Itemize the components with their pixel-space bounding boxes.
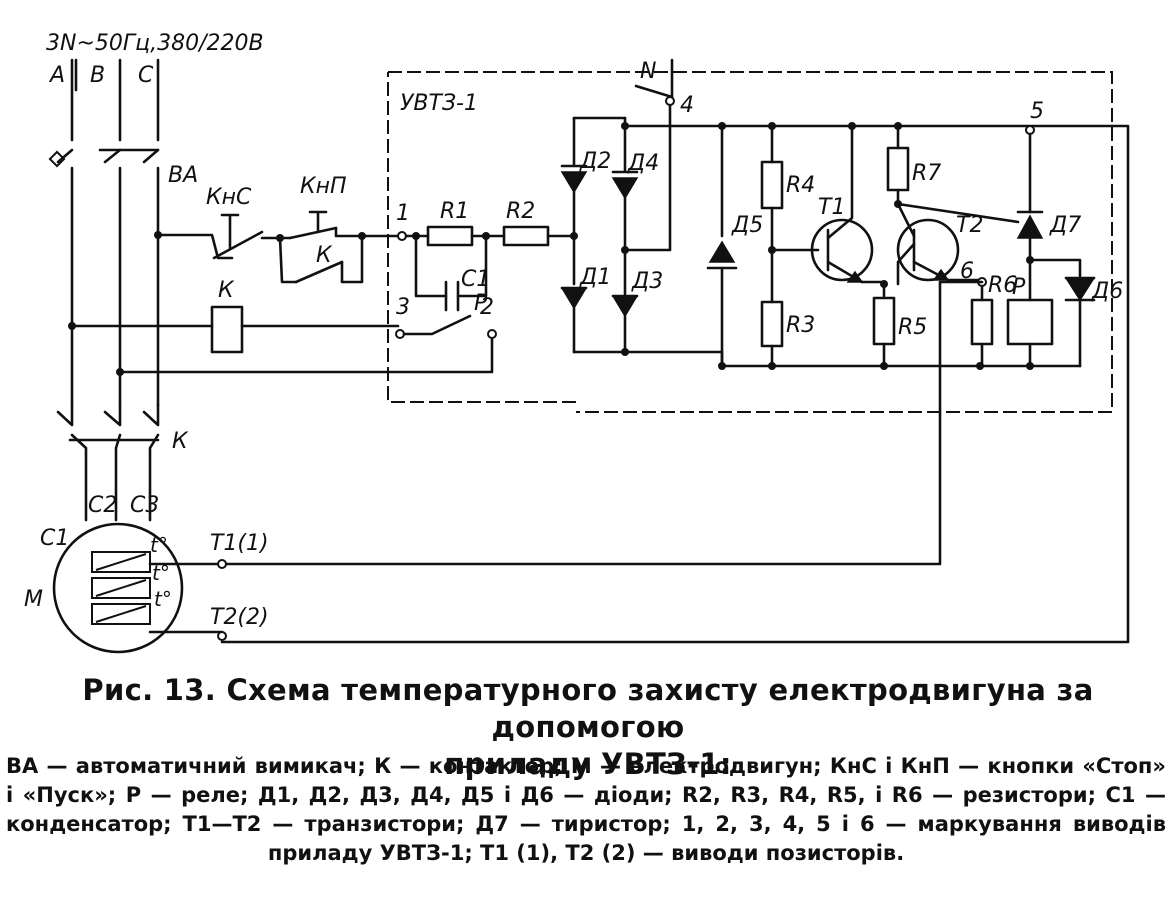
r4-label: R4 (786, 173, 815, 198)
figure-legend: ВА — автоматичний вимикач; К — контактор… (6, 754, 1166, 865)
phase-a-label: A (48, 63, 65, 88)
device-label: УВТЗ-1 (400, 91, 478, 116)
d7-label: Д7 (1049, 213, 1081, 238)
r7-label: R7 (912, 161, 941, 186)
r6-label: R6 (988, 273, 1017, 298)
d6-label: Д6 (1091, 279, 1123, 304)
bias-divider (760, 124, 820, 368)
terminal-3-label: 3 (396, 295, 410, 320)
zener-d5 (706, 124, 738, 368)
caption-line-1: Рис. 13. Схема температурного захисту ел… (82, 673, 1094, 744)
terminal-2-label: 2 (480, 295, 494, 320)
lead-t1-label: T1(1) (210, 531, 269, 556)
winding-c1-label: C1 (40, 526, 69, 551)
caption-line-2: приладу УВТЗ-1: (444, 747, 732, 781)
circuit-schematic: 3N~50Гц,380/220В A B C ВА КнС КнП К (24, 31, 1130, 654)
device-boundary (387, 71, 1113, 413)
d5-label: Д5 (731, 213, 763, 238)
winding-c2-label: C2 (88, 493, 117, 518)
thyristor-d7 (896, 132, 1082, 302)
thermistor-mark-2: t° (152, 561, 170, 585)
neutral-label: N (640, 59, 656, 84)
t1-label: T1 (818, 195, 845, 220)
transistor-t1 (810, 124, 874, 284)
lead-t2-label: T2(2) (210, 605, 269, 630)
breaker-label: ВА (168, 163, 198, 188)
control-chain (154, 210, 402, 284)
contactor-main-label: К (172, 429, 189, 454)
d4-label: Д4 (627, 151, 659, 176)
contactor-contact-label: К (316, 243, 333, 268)
contactor-coil (68, 305, 400, 354)
r2-label: R2 (506, 199, 535, 224)
relay-coil-label: Р (1012, 275, 1026, 300)
figure-caption: Рис. 13. Схема температурного захисту ел… (0, 672, 1176, 783)
phase-c-label: C (138, 63, 154, 88)
thermistor-mark-1: t° (150, 533, 168, 557)
neutral-line (621, 58, 675, 254)
terminal-5-label: 5 (1030, 99, 1044, 124)
stop-button-label: КнС (206, 185, 252, 210)
motor-label: М (24, 587, 43, 612)
r3-label: R3 (786, 313, 815, 338)
winding-c3-label: C3 (130, 493, 159, 518)
d2-label: Д2 (579, 149, 611, 174)
diode-bridge (560, 116, 639, 356)
start-button-label: КнП (300, 174, 347, 199)
r5-label: R5 (898, 315, 927, 340)
phase-b-label: B (90, 63, 105, 88)
supply-label: 3N~50Гц,380/220В (46, 31, 264, 56)
d1-label: Д1 (579, 265, 611, 290)
motor (52, 522, 227, 654)
resistor-r5 (872, 296, 896, 368)
relay-coil-and-d6 (1006, 276, 1096, 368)
resistor-r6 (220, 277, 994, 566)
phase-buses (48, 58, 160, 407)
main-contacts (56, 403, 160, 522)
r1-label: R1 (440, 199, 469, 224)
terminal-4-label: 4 (680, 93, 694, 118)
c1-label: C1 (461, 267, 490, 292)
d3-label: Д3 (631, 269, 663, 294)
terminal-6-label: 6 (960, 259, 974, 284)
contactor-coil-label: К (218, 278, 235, 303)
transistor-t2 (860, 124, 982, 298)
terminal-1-label: 1 (396, 201, 410, 226)
relay-contact-loop (116, 314, 497, 376)
thermistor-mark-3: t° (154, 587, 172, 611)
